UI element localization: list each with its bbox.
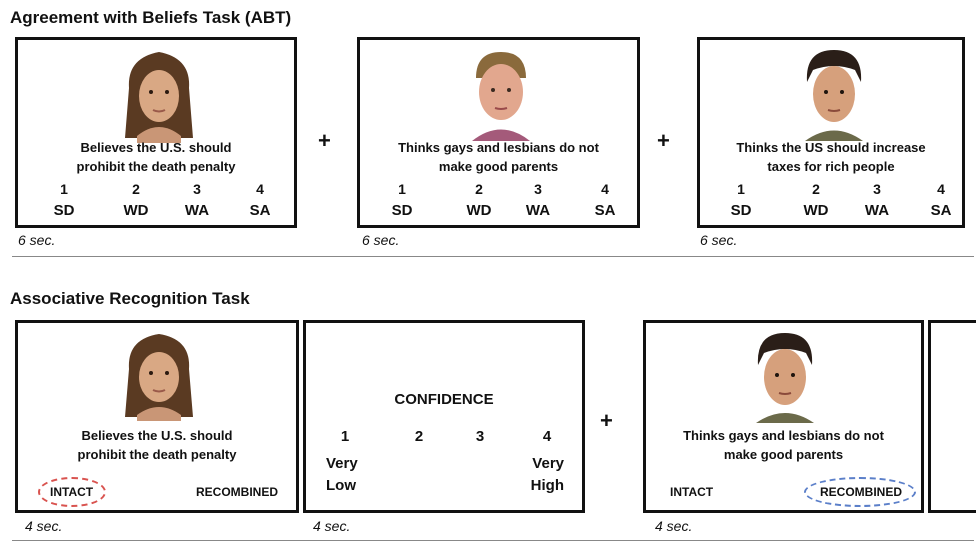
scale-label-sa: SA: [930, 202, 952, 219]
scale-number-4: 4: [256, 181, 264, 197]
art-panel-3: Thinks gays and lesbians do not make goo…: [643, 320, 924, 513]
young-man-face-photo: [462, 48, 540, 141]
scale-label-sd: SD: [53, 202, 75, 219]
abt-panel-3: Thinks the US should increase taxes for …: [697, 37, 965, 228]
abt-scale-2: 1 2 3 4 SD WD WA SA: [360, 181, 637, 225]
scale-number-3: 3: [193, 181, 201, 197]
confidence-high-line-1: Very: [532, 455, 564, 472]
scale-number-1: 1: [398, 181, 406, 197]
abt-time-1: 6 sec.: [18, 232, 56, 248]
scale-number-1: 1: [60, 181, 68, 197]
scale-label-sd: SD: [730, 202, 752, 219]
art-statement-1: Believes the U.S. should prohibit the de…: [18, 426, 296, 464]
abt-scale-3: 1 2 3 4 SD WD WA SA: [700, 181, 962, 225]
scale-number-2: 2: [132, 181, 140, 197]
scale-number-4: 4: [601, 181, 609, 197]
recombined-selection-circle: [804, 477, 916, 507]
intact-option: INTACT: [50, 485, 94, 499]
abt-statement-3-line-1: Thinks the US should increase: [736, 140, 926, 155]
scale-label-sa: SA: [249, 202, 271, 219]
dark-hair-man-face-photo: [795, 48, 873, 141]
scale-label-wa: WA: [184, 202, 210, 219]
scale-label-wa: WA: [864, 202, 890, 219]
abt-time-3: 6 sec.: [700, 232, 738, 248]
scale-label-sa: SA: [594, 202, 616, 219]
confidence-very-high: Very High: [531, 453, 564, 497]
scale-number-3: 3: [873, 181, 881, 197]
art-statement-1-line-2: prohibit the death penalty: [77, 447, 237, 462]
abt-statement-3: Thinks the US should increase taxes for …: [700, 138, 962, 176]
abt-plus-2: +: [657, 128, 670, 153]
scale-label-wd: WD: [123, 202, 149, 219]
confidence-number-4: 4: [542, 428, 552, 445]
scale-label-wa: WA: [525, 202, 551, 219]
scale-number-3: 3: [534, 181, 542, 197]
scale-label-wd: WD: [803, 202, 829, 219]
abt-time-2: 6 sec.: [362, 232, 400, 248]
art-statement-3-line-2: make good parents: [723, 447, 844, 462]
female-face-photo: [119, 48, 199, 143]
confidence-title: CONFIDENCE: [394, 391, 494, 408]
art-plus: +: [600, 408, 613, 433]
abt-panel-1: Believes the U.S. should prohibit the de…: [15, 37, 297, 228]
scale-label-wd: WD: [466, 202, 492, 219]
female-face-photo: [119, 331, 199, 421]
scale-number-2: 2: [475, 181, 483, 197]
art-panel-next-partial: [928, 320, 976, 513]
art-statement-1-line-1: Believes the U.S. should: [81, 428, 233, 443]
abt-scale-1: 1 2 3 4 SD WD WA SA: [18, 181, 294, 225]
abt-statement-2-line-2: make good parents: [438, 159, 559, 174]
confidence-low-line-2: Low: [326, 477, 356, 494]
confidence-high-line-2: High: [530, 477, 564, 494]
scale-number-1: 1: [737, 181, 745, 197]
confidence-very-low: Very Low: [326, 453, 358, 497]
art-timeline: [12, 540, 974, 541]
art-time-3: 4 sec.: [655, 518, 693, 534]
intact-selection-circle: [38, 477, 106, 507]
abt-statement-2-line-1: Thinks gays and lesbians do not: [398, 140, 599, 155]
abt-statement-2: Thinks gays and lesbians do not make goo…: [360, 138, 637, 176]
art-statement-3: Thinks gays and lesbians do not make goo…: [646, 426, 921, 464]
confidence-number-2: 2: [414, 428, 424, 445]
confidence-number-1: 1: [340, 428, 350, 445]
intact-option: INTACT: [670, 485, 714, 499]
abt-plus-1: +: [318, 128, 331, 153]
abt-panel-2: Thinks gays and lesbians do not make goo…: [357, 37, 640, 228]
abt-statement-1: Believes the U.S. should prohibit the de…: [18, 138, 294, 176]
confidence-number-3: 3: [475, 428, 485, 445]
abt-timeline: [12, 256, 974, 257]
art-time-2: 4 sec.: [313, 518, 351, 534]
scale-number-4: 4: [937, 181, 945, 197]
confidence-low-line-1: Very: [326, 455, 358, 472]
abt-statement-1-line-2: prohibit the death penalty: [76, 159, 236, 174]
art-panel-1: Believes the U.S. should prohibit the de…: [15, 320, 299, 513]
art-statement-3-line-1: Thinks gays and lesbians do not: [683, 428, 884, 443]
recombined-option: RECOMBINED: [820, 485, 903, 499]
abt-statement-3-line-2: taxes for rich people: [767, 159, 895, 174]
scale-number-2: 2: [812, 181, 820, 197]
dark-hair-man-face-photo: [746, 331, 824, 423]
art-section-title: Associative Recognition Task: [10, 289, 250, 308]
abt-section-title: Agreement with Beliefs Task (ABT): [10, 8, 292, 27]
abt-statement-1-line-1: Believes the U.S. should: [80, 140, 232, 155]
scale-label-sd: SD: [391, 202, 413, 219]
recombined-option: RECOMBINED: [196, 485, 279, 499]
art-time-1: 4 sec.: [25, 518, 63, 534]
confidence-panel: CONFIDENCE 1 2 3 4 Very Low Very High: [303, 320, 585, 513]
